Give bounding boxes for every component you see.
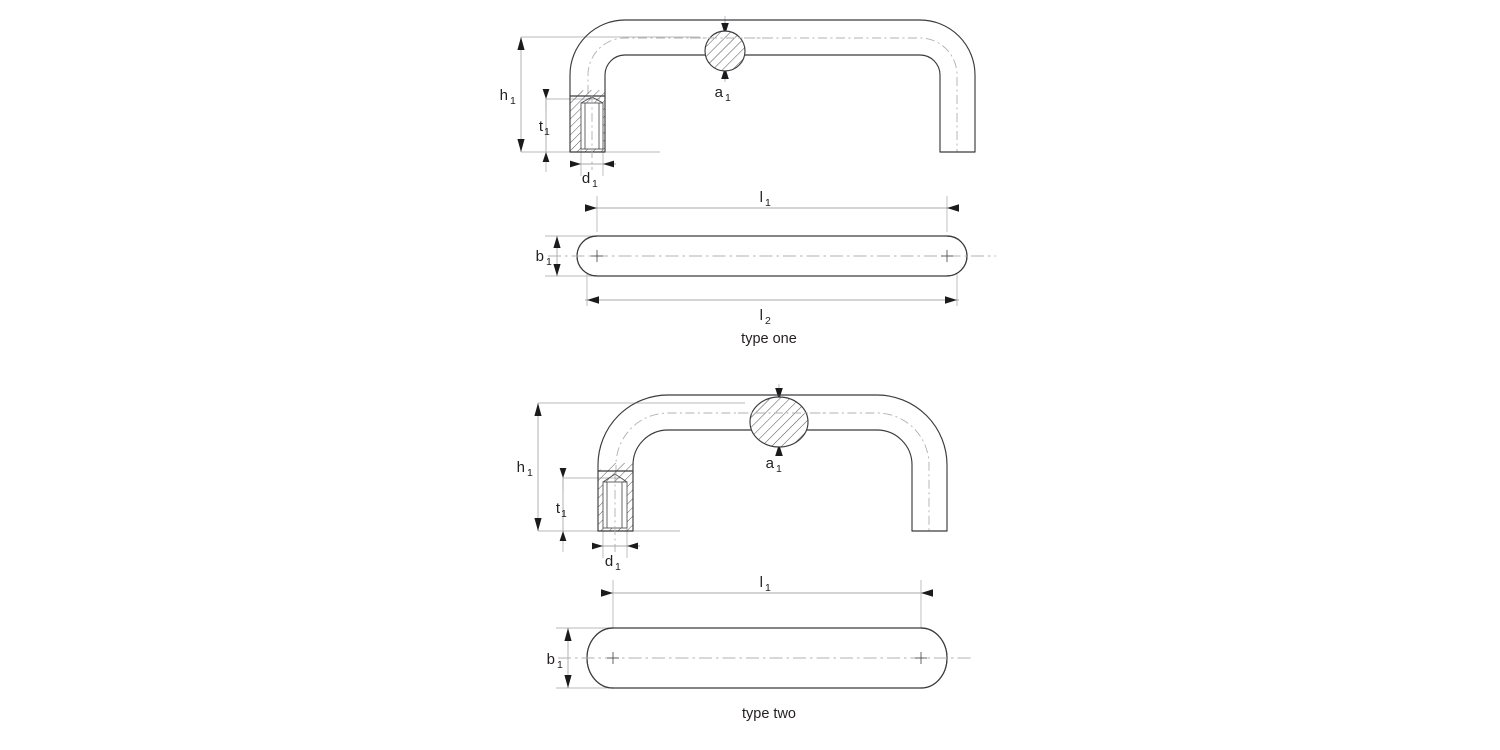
dimension-subscript-l2: 2 — [765, 315, 771, 327]
dimension-subscript-b1-plan: 1 — [546, 256, 552, 268]
type-one-outer-profile — [569, 19, 976, 153]
dimension-subscript-t1: 1 — [544, 126, 550, 138]
type-two-hole-center-right — [915, 652, 927, 664]
dimension-t1-type-one: t 1 — [539, 89, 550, 162]
figure-type-one: h 1 t 1 d 1 — [500, 16, 996, 347]
dimension-label-t1: t — [539, 118, 544, 135]
type-one-plan-view: l 1 l 2 b 1 — [536, 189, 996, 327]
type-one-bar-cross-section — [704, 30, 746, 72]
type-one-inner-profile — [604, 54, 941, 153]
type-two-hole-center-left — [607, 652, 619, 664]
type-one-threaded-boss-section — [569, 90, 606, 170]
type-one-hole-center-left — [591, 250, 603, 262]
figure-caption-type-one: type one — [741, 331, 797, 347]
dimension-label-a1-two: a — [766, 455, 775, 472]
type-two-body-centerline — [615, 412, 930, 531]
dimension-l2-type-one: l 2 — [585, 296, 959, 327]
type-one-hole-center-right — [941, 250, 953, 262]
dimension-label-d1-two: d — [605, 553, 613, 570]
dimension-subscript-d1: 1 — [592, 178, 598, 190]
dimension-label-l1-plan: l — [760, 189, 763, 206]
dimension-label-l2: l — [760, 307, 763, 324]
type-one-plan-extension-lines — [545, 196, 958, 306]
dimension-b1-type-one: b 1 — [536, 236, 561, 276]
type-two-plan-view: l 1 b 1 — [547, 574, 972, 689]
type-one-body-centerline — [587, 37, 958, 152]
type-one-front-elevation: h 1 t 1 d 1 — [500, 16, 976, 190]
dimension-d1-type-one: d 1 — [570, 160, 616, 190]
type-two-outer-profile — [597, 394, 948, 532]
dimension-subscript-l1-two: 1 — [765, 582, 771, 594]
type-two-boss-hatch-upper — [598, 463, 633, 471]
dimension-label-b1-plan: b — [536, 248, 544, 265]
type-two-front-elevation: h 1 t 1 d 1 — [517, 384, 948, 573]
type-two-plan-extension-lines — [556, 580, 922, 689]
dimension-subscript-a1-two: 1 — [776, 463, 782, 475]
dimension-subscript-h1: 1 — [510, 95, 516, 107]
dimension-h1-type-one: h 1 — [500, 37, 525, 152]
dimension-label-b1-two: b — [547, 651, 555, 668]
figure-type-two: h 1 t 1 d 1 — [517, 384, 972, 722]
dimension-label-a1: a — [715, 84, 724, 101]
dimension-subscript-d1-two: 1 — [615, 561, 621, 573]
dimension-label-d1: d — [582, 170, 590, 187]
dimension-label-h1-two: h — [517, 459, 525, 476]
type-one-extension-lines — [521, 16, 726, 176]
dimension-l1-type-two: l 1 — [601, 574, 933, 597]
dimension-subscript-t1-two: 1 — [561, 508, 567, 520]
dimension-subscript-a1: 1 — [725, 92, 731, 104]
dimension-h1-type-two: h 1 — [517, 403, 542, 531]
dimension-subscript-h1-two: 1 — [527, 467, 533, 479]
dimension-label-t1-two: t — [556, 500, 561, 517]
type-one-boss-hatch-upper — [570, 90, 605, 96]
type-two-bar-cross-section — [749, 396, 809, 448]
type-two-extension-lines — [538, 384, 780, 558]
type-two-threaded-boss-section — [597, 463, 634, 552]
dimension-label-h1: h — [500, 87, 508, 104]
dimension-subscript-b1-two: 1 — [557, 659, 563, 671]
dimension-l1-type-one: l 1 — [585, 189, 959, 212]
figure-caption-type-two: type two — [742, 706, 796, 722]
dimension-t1-type-two: t 1 — [556, 468, 567, 541]
dimension-subscript-l1-plan: 1 — [765, 197, 771, 209]
dimension-d1-type-two: d 1 — [592, 542, 640, 573]
dimension-label-l1-two: l — [760, 574, 763, 591]
